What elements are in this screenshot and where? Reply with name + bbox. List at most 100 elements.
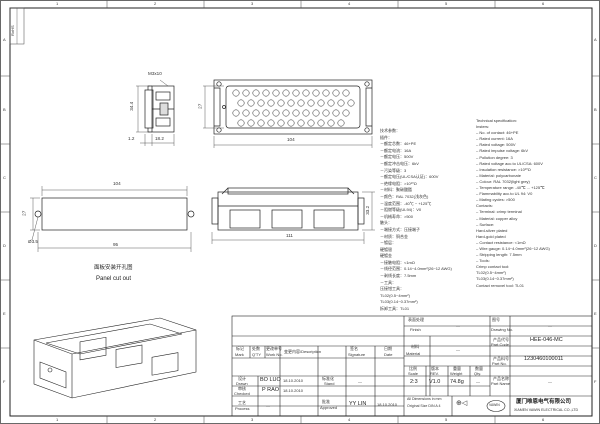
tb-signature-en: Signature bbox=[348, 352, 366, 357]
row-label-b: B bbox=[3, 107, 6, 112]
tb-drawing-no-en: Drawing No. bbox=[491, 327, 514, 332]
spec-cn-line: －温度范围：-40℃ ~ +125℃ bbox=[380, 200, 432, 206]
front-view bbox=[213, 79, 373, 135]
spec-cn-line: －额定冲击电压：6kV bbox=[380, 160, 419, 166]
col-label-2: 2 bbox=[154, 1, 157, 6]
spec-en-line: – Colour: RAL 7032(light grey) bbox=[476, 178, 530, 184]
tb-weight-val: 74.8g bbox=[450, 379, 464, 385]
tb-weight-cn: 重量 bbox=[453, 366, 461, 371]
spec-cn-line: 压接钳工具： bbox=[380, 286, 404, 292]
dim-cut-hole: Ø3.5 bbox=[28, 239, 38, 244]
panel-cutout-title-cn: 面板安装开孔图 bbox=[94, 265, 133, 271]
spec-cn: 技术参数： 插件： －额定芯数：46+PE －额定电流：16A －额定电压：50… bbox=[380, 128, 472, 313]
spec-en-line: Insters: bbox=[476, 124, 490, 130]
rohs-label: RoHS bbox=[10, 25, 15, 36]
col-label-1: 1 bbox=[56, 1, 59, 6]
tb-date-en: Date bbox=[384, 352, 393, 357]
spec-cn-line: 技术参数： bbox=[380, 128, 400, 133]
dim-34-4: 34.4 bbox=[129, 101, 135, 111]
tb-part-name-val: — bbox=[548, 379, 552, 384]
tb-part-code-val: HEE-046-MC bbox=[530, 337, 563, 343]
row-label-f: F bbox=[3, 379, 6, 384]
tb-material-en: Material bbox=[406, 351, 421, 356]
col-label-6-bottom: 6 bbox=[542, 417, 545, 422]
row-label-d-right: D bbox=[594, 243, 597, 248]
projection-symbol-icon: ⊕◁ bbox=[456, 400, 468, 407]
spec-cn-line: －材料：聚碳酸酯 bbox=[380, 187, 412, 193]
tb-process-val: — bbox=[266, 403, 270, 408]
spec-cn-line: －线径范围：0.14~4.0mm²(26~12 AWG) bbox=[380, 266, 452, 272]
company-logo-text: VAWIN bbox=[489, 403, 500, 407]
tb-checked-date: 18.10.2010 bbox=[283, 388, 304, 393]
tb-scale-en: Scale bbox=[408, 371, 419, 376]
spec-en-line: – Rated current: 16A bbox=[476, 136, 513, 142]
spec-en-line: – Material: polycarbonate bbox=[476, 172, 521, 178]
tb-checked-cn: 审核 bbox=[238, 386, 246, 391]
spec-cn-line: －颜色：RAL 7032(浅灰色) bbox=[380, 193, 429, 199]
tb-scale-val: 2:3 bbox=[410, 379, 418, 385]
row-label-a: A bbox=[3, 37, 6, 42]
spec-en-line: – Stripping length: 7.5mm bbox=[476, 252, 522, 258]
tb-approved-date: 18.10.2010 bbox=[377, 402, 398, 407]
tb-mark-cn: 标记 bbox=[236, 346, 244, 351]
spec-en-line: TL03(0.14~0.37mm²) bbox=[476, 276, 514, 282]
col-label-5: 5 bbox=[445, 1, 448, 6]
col-label-2-bottom: 2 bbox=[154, 417, 157, 422]
spec-cn-line: 硬镀金 bbox=[380, 253, 392, 259]
spec-en-line: – Rated voltage: 500V bbox=[476, 142, 516, 148]
tb-finish-val: — bbox=[456, 323, 460, 328]
tb-scale-cn: 比例 bbox=[409, 366, 417, 371]
tb-material-val: — bbox=[456, 347, 460, 352]
spec-en-line: – Tools: bbox=[476, 258, 490, 264]
spec-en-line: Crimp contact tool: bbox=[476, 264, 510, 270]
row-label-e-right: E bbox=[594, 311, 597, 316]
col-label-5-bottom: 5 bbox=[445, 417, 448, 422]
spec-cn-line: －额定电流：16A bbox=[380, 147, 412, 153]
spec-en-line: – No. of contact: 46+PE bbox=[476, 130, 519, 136]
spec-cn-line: －工具： bbox=[380, 279, 396, 285]
spec-cn-line: －端接方式：压接端子 bbox=[380, 226, 420, 232]
spec-cn-line: －镀层： bbox=[380, 240, 396, 246]
tb-finish-cn: 表面处理 bbox=[408, 317, 424, 322]
spec-cn-line: －阻燃等级(UL94)：V0 bbox=[380, 207, 422, 213]
dim-screw: M3x10 bbox=[148, 71, 162, 76]
spec-cn-line: －剥线长度：7.5mm bbox=[380, 273, 417, 279]
dim-33-2: 33.2 bbox=[365, 205, 371, 215]
dim-cut-95: 95 bbox=[113, 242, 119, 247]
tb-work-no-en: Work No. bbox=[266, 352, 283, 357]
spec-en-line: Contacts: bbox=[476, 203, 493, 209]
spec-en-line: – Material: copper alloy bbox=[476, 215, 518, 221]
tb-description: 变更内容/Description bbox=[284, 349, 322, 354]
front-view-contacts bbox=[232, 89, 355, 127]
dim-111: 111 bbox=[286, 233, 293, 238]
tb-rev-en: REV. bbox=[430, 371, 439, 376]
tb-work-no-cn: 更改单号 bbox=[266, 346, 282, 351]
spec-en-line: Hard-gold plated bbox=[476, 233, 506, 239]
tb-quantity-cn: 数量 bbox=[475, 366, 483, 371]
spec-cn-line: 插件： bbox=[380, 134, 392, 140]
spec-cn-line: TL02(0.5~4mm²) bbox=[380, 292, 410, 298]
dim-cut-104: 104 bbox=[113, 181, 121, 186]
spec-en-line: – Flammability acc.to UL 94: V0 bbox=[476, 191, 533, 197]
tb-part-no-cn: 产品料号 bbox=[493, 356, 509, 361]
spec-en-line: – Surface: bbox=[476, 221, 495, 227]
tb-part-code-cn: 产品代号 bbox=[493, 337, 509, 342]
spec-cn-line: －额定芯数：46+PE bbox=[380, 141, 417, 147]
company-name-cn: 厦门唯恩电气有限公司 bbox=[516, 399, 572, 405]
spec-cn-line: 硬镀银 bbox=[380, 246, 392, 252]
dim-27-top: 27 bbox=[197, 103, 203, 109]
tb-units-note-2: Original Size DIN A 4 bbox=[407, 404, 441, 408]
spec-en-line: – Pollution degree: 3 bbox=[476, 154, 513, 160]
tb-drawn-name: BO LUO bbox=[260, 377, 281, 383]
tb-date-cn: 日期 bbox=[384, 346, 392, 351]
row-label-e: E bbox=[3, 311, 6, 316]
tb-process-en: Process bbox=[235, 406, 250, 411]
spec-en-line: Technical specification: bbox=[476, 118, 517, 123]
spec-cn-line: TL03(0.14~0.37mm²) bbox=[380, 299, 418, 305]
spec-en: Technical specification: Insters: – No. … bbox=[476, 118, 588, 289]
row-label-d: D bbox=[3, 243, 6, 248]
tb-quantity-en: Qty. bbox=[474, 371, 482, 376]
isometric-view bbox=[33, 317, 197, 399]
tb-weight-en: Weight bbox=[450, 371, 463, 376]
